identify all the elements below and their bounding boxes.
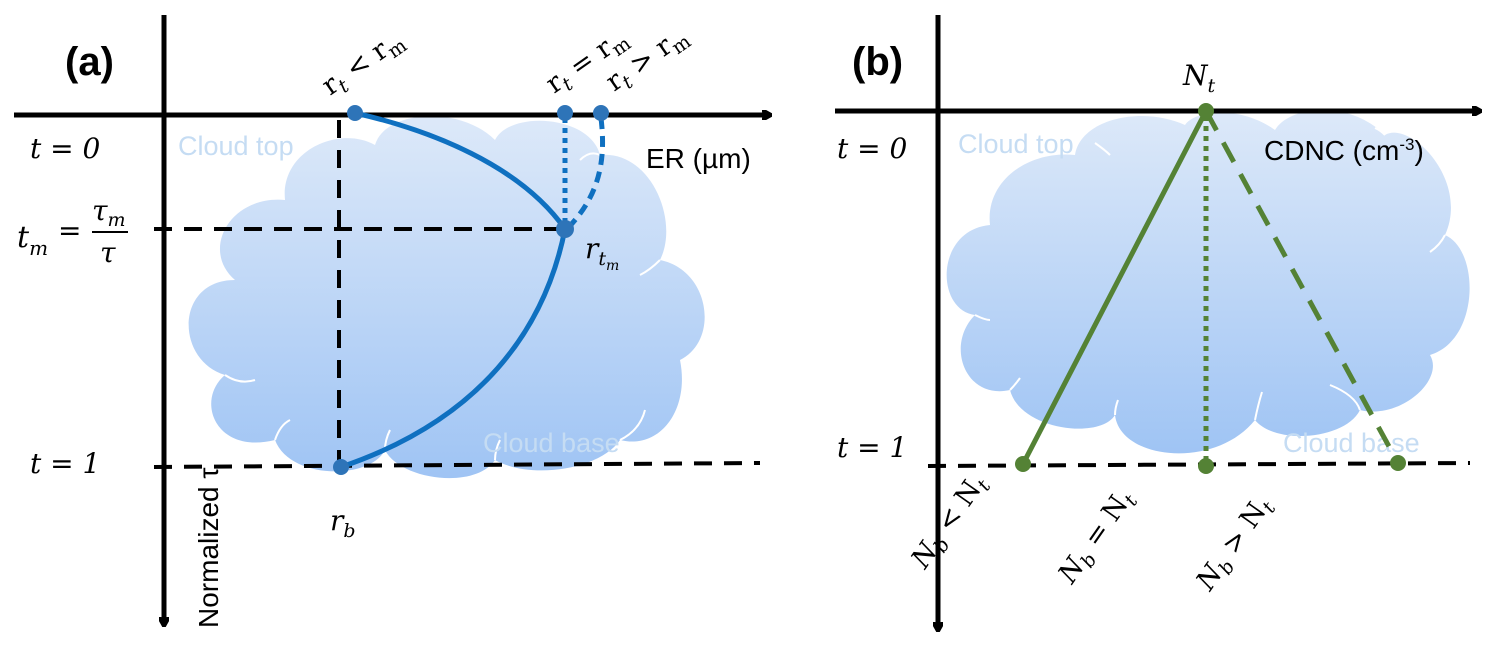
panel-b-label: (b): [852, 40, 903, 84]
marker-nb-greater: [1390, 455, 1406, 471]
x-axis-label-b: CDNC (cm-3): [1264, 135, 1424, 166]
annot-nt: Nt: [1182, 59, 1216, 97]
annot-nb-equal-nt: Nb = Nt: [1052, 483, 1143, 592]
annot-rt-less-rm: rt < rm: [316, 24, 411, 105]
marker-rb: [333, 459, 349, 475]
y-tick-t0-b: t = 0: [837, 132, 907, 165]
marker-rt-equal: [557, 105, 573, 121]
annot-rtm: rtm: [585, 232, 619, 274]
cloud-shape-a: [188, 116, 705, 479]
cloud-base-line-a: [153, 461, 761, 469]
y-tick-t1-a: t = 1: [30, 447, 100, 480]
y-tick-t1-b: t = 1: [837, 431, 907, 464]
annot-rb: rb: [330, 504, 356, 542]
x-axis-label-a: ER (µm): [646, 143, 751, 174]
panel-a-label: (a): [65, 40, 114, 84]
cloud-top-label-b: Cloud top: [958, 129, 1074, 159]
annot-rt-greater-rm: rt > rm: [600, 20, 695, 101]
panel-b: (b) Cloud top Cloud base: [835, 15, 1480, 630]
svg-text:=: =: [58, 214, 81, 247]
cloud-top-label-a: Cloud top: [178, 131, 294, 161]
svg-text:τ: τ: [100, 236, 116, 269]
annot-nb-greater-nt: Nb > Nt: [1190, 490, 1281, 599]
marker-nb-less: [1015, 456, 1031, 472]
annot-nb-less-nt: Nb < Nt: [905, 468, 996, 577]
marker-nt: [1198, 103, 1214, 119]
marker-rtm: [556, 220, 574, 238]
cdnc-line-nb-less: [1020, 109, 1209, 466]
cloud-base-label-a: Cloud base: [483, 428, 620, 458]
marker-rt-greater: [593, 105, 609, 121]
y-axis-label-a: Normalized τ: [193, 468, 224, 628]
er-curve-lower: [340, 228, 568, 470]
y-tick-tm-a: tm = τm τ: [17, 194, 128, 269]
cloud-base-label-b: Cloud base: [1283, 428, 1420, 458]
er-curve-rt-greater: [565, 117, 606, 231]
svg-text:tm: tm: [17, 220, 48, 260]
cloud-shape-b: [946, 110, 1470, 454]
svg-text:τm: τm: [92, 194, 126, 231]
panel-a: (a) Cloud top Cloud base: [14, 15, 770, 628]
marker-rt-less: [347, 105, 363, 121]
er-curve-rt-less-top: [354, 110, 568, 231]
y-tick-t0-a: t = 0: [30, 132, 100, 165]
cdnc-line-nb-greater: [1203, 109, 1401, 465]
marker-nb-equal: [1198, 458, 1214, 474]
